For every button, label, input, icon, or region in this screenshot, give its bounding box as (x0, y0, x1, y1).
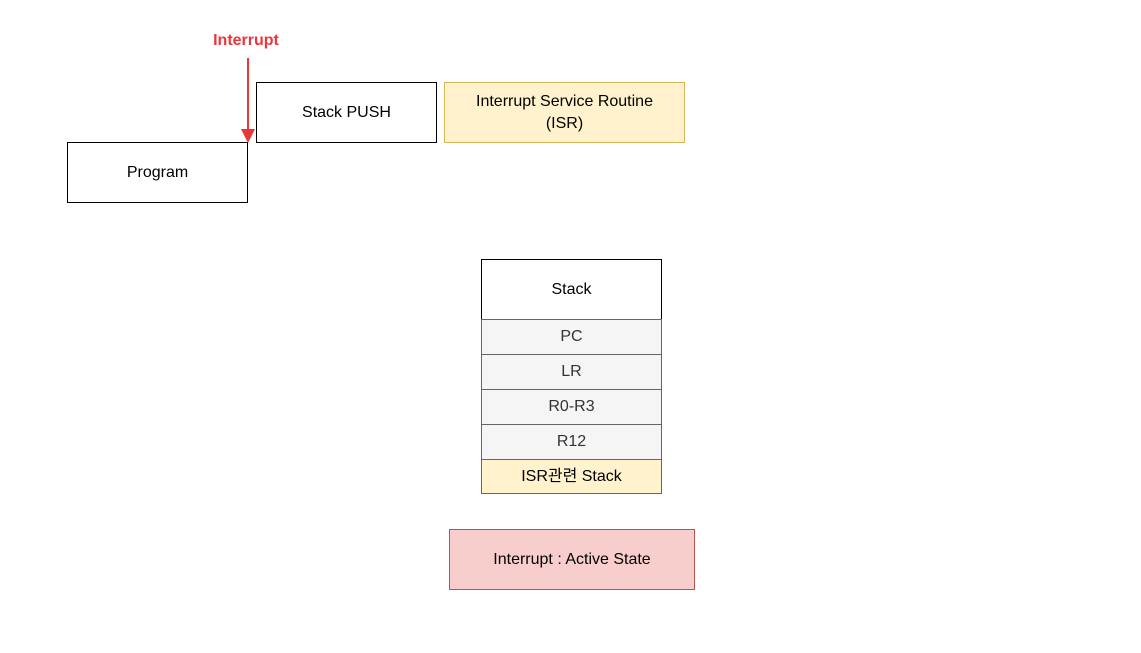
stack-cell-label: PC (560, 328, 583, 345)
stack-title: Stack (551, 280, 592, 298)
stack-cell-label: R0-R3 (548, 398, 595, 415)
stack-cell-lr: LR (481, 354, 662, 390)
interrupt-label: Interrupt (213, 32, 279, 49)
stack-push-box: Stack PUSH (256, 82, 437, 143)
stack-cell-isr: ISR관련 Stack (481, 459, 662, 494)
active-state-label: Interrupt : Active State (493, 550, 651, 568)
isr-box: Interrupt Service Routine (ISR) (444, 82, 685, 143)
stack-push-label: Stack PUSH (302, 103, 391, 121)
stack-header: Stack (481, 259, 662, 320)
isr-label-line2: (ISR) (545, 114, 584, 132)
isr-label-line1: Interrupt Service Routine (476, 92, 653, 110)
stack-cell-r0-r3: R0-R3 (481, 389, 662, 425)
stack-cell-label: LR (561, 363, 582, 380)
stack-cell-r12: R12 (481, 424, 662, 460)
active-state-box: Interrupt : Active State (449, 529, 695, 590)
stack-cell-pc: PC (481, 319, 662, 355)
program-box: Program (67, 142, 248, 203)
stack-cell-label: ISR관련 Stack (521, 467, 622, 485)
stack-cell-label: R12 (556, 433, 587, 450)
program-label: Program (126, 163, 189, 181)
